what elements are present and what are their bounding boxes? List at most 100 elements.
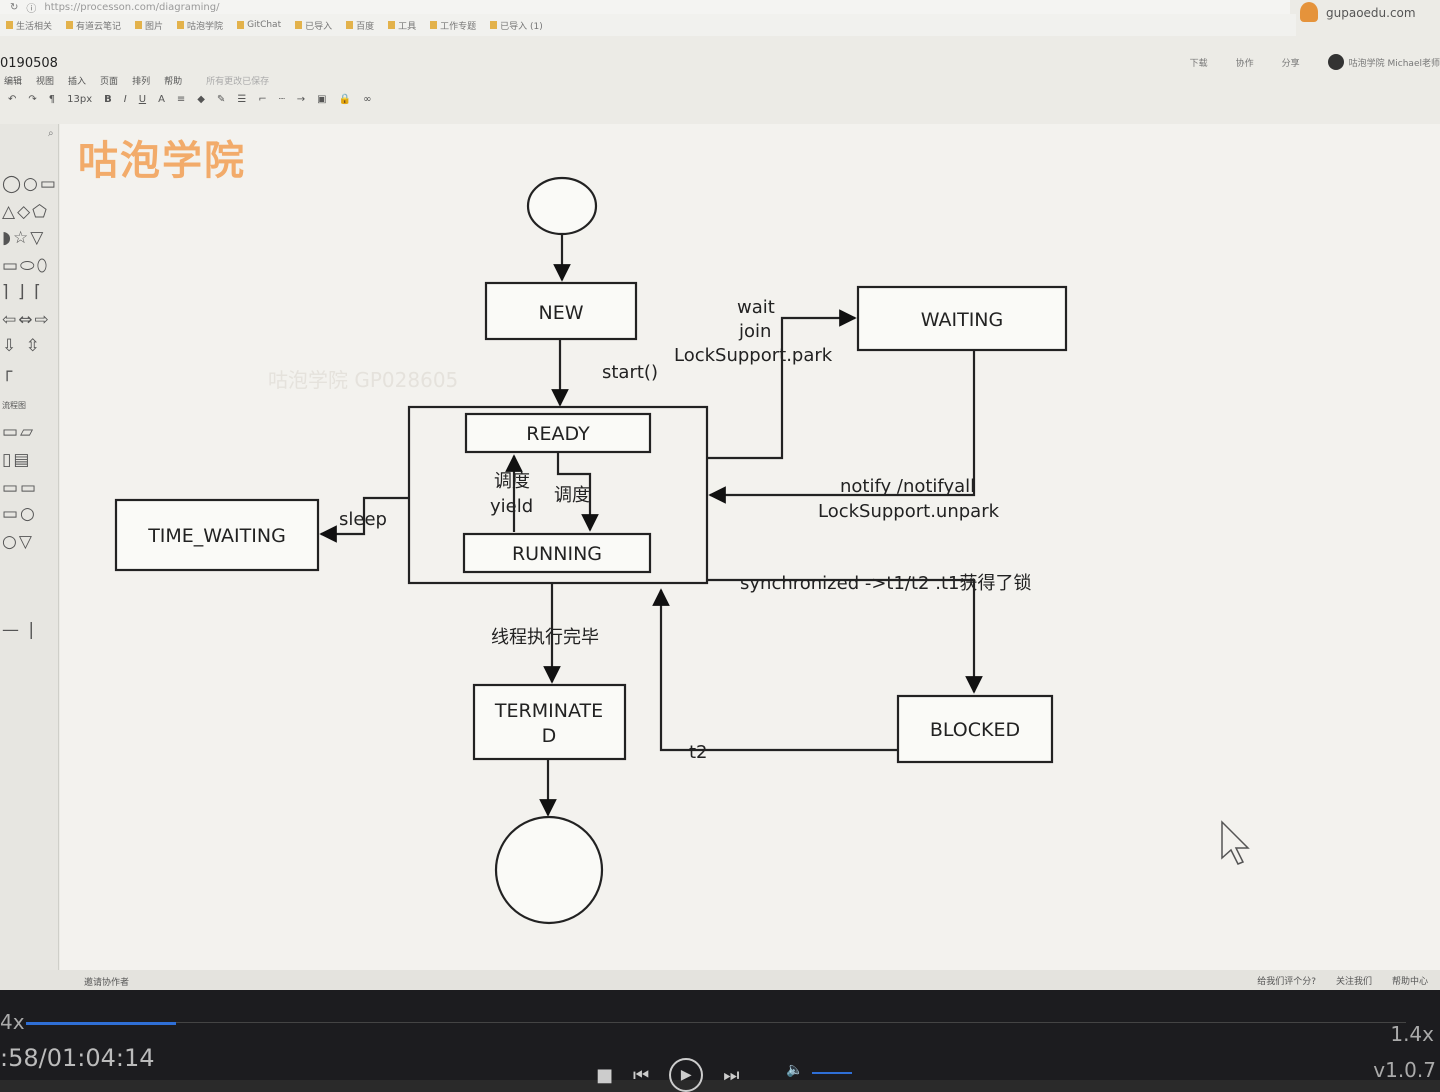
shape-row-flow-3[interactable]: ▭▭ bbox=[2, 478, 39, 498]
share-button[interactable]: 分享 bbox=[1281, 58, 1300, 69]
bookmark-item[interactable]: 生活相关 bbox=[6, 19, 52, 32]
play-icon[interactable]: ▶ bbox=[669, 1058, 704, 1092]
menu-insert[interactable]: 插入 bbox=[68, 77, 87, 87]
state-new[interactable] bbox=[484, 281, 638, 341]
state-ready[interactable] bbox=[464, 412, 652, 454]
undo-icon[interactable]: ↶ bbox=[8, 94, 17, 105]
volume-icon[interactable]: 🔈 bbox=[786, 1062, 804, 1078]
reload-icon[interactable]: ↻ bbox=[10, 1, 19, 13]
connector-icon[interactable]: ⌐ bbox=[258, 94, 267, 105]
volume-slider[interactable] bbox=[812, 1072, 852, 1074]
redo-icon[interactable]: ↷ bbox=[28, 94, 37, 105]
arrow-icon[interactable]: → bbox=[296, 94, 306, 105]
label-join: join bbox=[738, 321, 771, 342]
font-color-icon[interactable]: A bbox=[158, 94, 165, 105]
state-waiting[interactable] bbox=[856, 285, 1068, 352]
palette-section-flowchart[interactable]: 流程图 bbox=[2, 401, 26, 410]
download-button[interactable]: 下载 bbox=[1189, 58, 1208, 69]
bookmark-item[interactable]: 咕泡学院 bbox=[177, 19, 223, 32]
shape-row-flow-2[interactable]: ▯▤ bbox=[2, 450, 32, 470]
arrow-to-waiting[interactable] bbox=[707, 309, 857, 460]
shape-row-rounded[interactable]: ▭⬭⬯ bbox=[2, 256, 50, 276]
app-header: 0190508 编辑 视图 插入 页面 排列 帮助 所有更改已保存 ↶ ↷ ¶ … bbox=[0, 48, 1440, 120]
bookmark-item[interactable]: 有道云笔记 bbox=[66, 19, 121, 32]
label-park: LockSupport.park bbox=[674, 345, 833, 366]
menu-help[interactable]: 帮助 bbox=[164, 77, 183, 87]
format-painter-icon[interactable]: ¶ bbox=[48, 94, 56, 105]
bookmark-item[interactable]: 已导入 bbox=[295, 19, 332, 32]
follow-link[interactable]: 关注我们 bbox=[1335, 977, 1372, 987]
folder-icon bbox=[135, 21, 143, 29]
menu-page[interactable]: 页面 bbox=[100, 77, 119, 87]
video-player-bar: 4x :58/01:04:14 ■ ⏮ ▶ ⏭ 🔈 1.4x v1.0.7 bbox=[0, 990, 1440, 1092]
start-node[interactable] bbox=[526, 176, 598, 236]
font-size-select[interactable]: 13px bbox=[67, 94, 93, 105]
runnable-container[interactable] bbox=[407, 405, 709, 585]
state-blocked[interactable] bbox=[896, 694, 1054, 764]
invite-collaborator-button[interactable]: 邀请协作者 bbox=[84, 978, 130, 988]
url-text[interactable]: https://processon.com/diagraming/ bbox=[44, 1, 220, 13]
arrow-blocked-to-runnable[interactable] bbox=[652, 588, 898, 752]
menu-view[interactable]: 视图 bbox=[36, 77, 55, 87]
shape-row-brackets[interactable]: ⌉ ⌋ ⌈ bbox=[2, 282, 43, 302]
arrow-to-blocked[interactable] bbox=[707, 578, 983, 694]
bookmark-item[interactable]: 工作专题 bbox=[430, 19, 476, 32]
bookmark-item[interactable]: 工具 bbox=[388, 19, 416, 32]
menu-edit[interactable]: 编辑 bbox=[4, 77, 23, 87]
playback-speed[interactable]: 4x bbox=[0, 1010, 25, 1034]
label-blocked: BLOCKED bbox=[930, 719, 1020, 741]
previous-icon[interactable]: ⏮ bbox=[633, 1064, 650, 1086]
label-ready: READY bbox=[526, 423, 590, 445]
next-icon[interactable]: ⏭ bbox=[723, 1064, 740, 1086]
stop-icon[interactable]: ■ bbox=[596, 1064, 614, 1086]
browser-url-bar[interactable]: ↻ ⓘ https://processon.com/diagraming/ bbox=[0, 0, 1290, 15]
bookmark-item[interactable]: 已导入 (1) bbox=[490, 19, 543, 32]
link-icon[interactable]: ∞ bbox=[363, 94, 372, 105]
bold-icon[interactable]: B bbox=[104, 94, 112, 105]
arrow-sleep-to-time-waiting[interactable] bbox=[319, 496, 409, 543]
line-color-icon[interactable]: ✎ bbox=[217, 94, 226, 105]
lock-icon[interactable]: 🔒 bbox=[338, 94, 352, 105]
search-icon[interactable]: ⌕ bbox=[48, 128, 54, 139]
group-icon[interactable]: ▣ bbox=[317, 94, 327, 105]
label-unpark: LockSupport.unpark bbox=[818, 501, 1000, 522]
bookmark-item[interactable]: 百度 bbox=[346, 19, 374, 32]
shape-row-lines[interactable]: — | bbox=[2, 620, 37, 640]
shape-row-arrows-h[interactable]: ⇦⇔⇨ bbox=[2, 310, 51, 330]
progress-bar-played[interactable] bbox=[26, 1022, 176, 1025]
collaborate-button[interactable]: 协作 bbox=[1235, 58, 1254, 69]
arrow-ready-to-running[interactable] bbox=[556, 453, 599, 532]
end-node[interactable] bbox=[494, 815, 604, 925]
line-style-icon[interactable]: ┈ bbox=[278, 94, 285, 105]
document-title[interactable]: 0190508 bbox=[0, 56, 58, 71]
label-notify: notify /notifyall bbox=[840, 476, 975, 497]
status-links: 给我们评个分? 关注我们 帮助中心 bbox=[1257, 974, 1428, 987]
shape-row-flow-5[interactable]: ○▽ bbox=[2, 532, 34, 552]
state-terminated[interactable] bbox=[472, 683, 627, 761]
state-time-waiting[interactable] bbox=[114, 498, 320, 572]
align-icon[interactable]: ≡ bbox=[176, 94, 186, 105]
bookmark-item[interactable]: GitChat bbox=[237, 20, 281, 30]
progress-bar-remaining[interactable] bbox=[176, 1022, 1406, 1023]
underline-icon[interactable]: U bbox=[138, 94, 147, 105]
shape-row-arrows-v[interactable]: ⇩ ⇳ bbox=[2, 336, 42, 356]
line-width-icon[interactable]: ☰ bbox=[237, 94, 247, 105]
shape-row-polygons[interactable]: △◇⬠ bbox=[2, 202, 49, 222]
italic-icon[interactable]: I bbox=[123, 94, 127, 105]
shape-row-basic[interactable]: ◯○▭ bbox=[2, 174, 58, 194]
shape-row-stars[interactable]: ◗☆▽ bbox=[2, 228, 46, 248]
user-menu[interactable]: 咕泡学院 Michael老师 bbox=[1327, 54, 1440, 70]
help-center-link[interactable]: 帮助中心 bbox=[1391, 977, 1428, 987]
shape-palette: ⌕ ◯○▭ △◇⬠ ◗☆▽ ▭⬭⬯ ⌉ ⌋ ⌈ ⇦⇔⇨ ⇩ ⇳ ┌ 流程图 ▭▱… bbox=[0, 124, 59, 980]
arrow-notify-to-runnable[interactable] bbox=[708, 350, 976, 504]
feedback-link[interactable]: 给我们评个分? bbox=[1257, 977, 1316, 987]
state-running[interactable] bbox=[462, 532, 652, 574]
fill-icon[interactable]: ◆ bbox=[197, 94, 205, 105]
shape-row-flow-4[interactable]: ▭○ bbox=[2, 504, 37, 524]
status-bar: 邀请协作者 给我们评个分? 关注我们 帮助中心 bbox=[0, 970, 1440, 990]
shape-row-corner[interactable]: ┌ bbox=[2, 362, 15, 382]
user-name: 咕泡学院 Michael老师 bbox=[1348, 58, 1440, 69]
shape-row-flow-1[interactable]: ▭▱ bbox=[2, 422, 36, 442]
bookmark-item[interactable]: 图片 bbox=[135, 19, 163, 32]
menu-arrange[interactable]: 排列 bbox=[132, 77, 151, 87]
